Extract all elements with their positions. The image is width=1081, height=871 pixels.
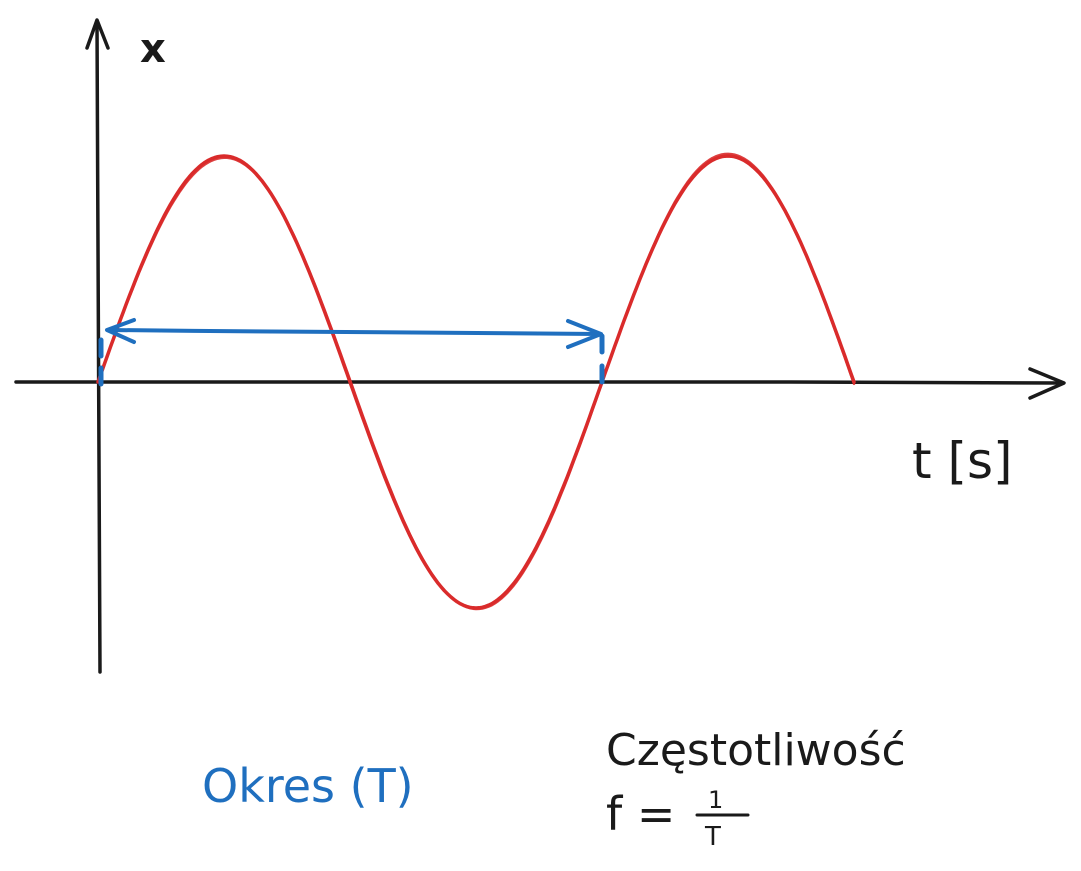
wave-curve-overdraw (96, 152, 856, 611)
x-axis-line (14, 380, 1064, 385)
period-marker (98, 318, 605, 387)
period-label: Okres (T) (202, 759, 414, 813)
x-axis-label: t [s] (912, 432, 1013, 490)
period-arrow-left-head (105, 318, 136, 344)
period-arrow-right-head (566, 319, 603, 349)
frequency-lhs: f = (606, 787, 675, 841)
y-axis-arrowhead (85, 18, 110, 50)
sine-wave (96, 152, 856, 611)
fraction-denominator: T (704, 822, 721, 852)
frequency-formula: Częstotliwość f = 1 T (606, 725, 906, 852)
y-axis-label: x (140, 26, 166, 72)
period-arrow-line (106, 328, 602, 336)
axes (14, 18, 1066, 674)
frequency-title: Częstotliwość (606, 725, 906, 776)
x-axis-arrowhead (1028, 367, 1066, 400)
fraction-numerator: 1 (708, 786, 723, 814)
